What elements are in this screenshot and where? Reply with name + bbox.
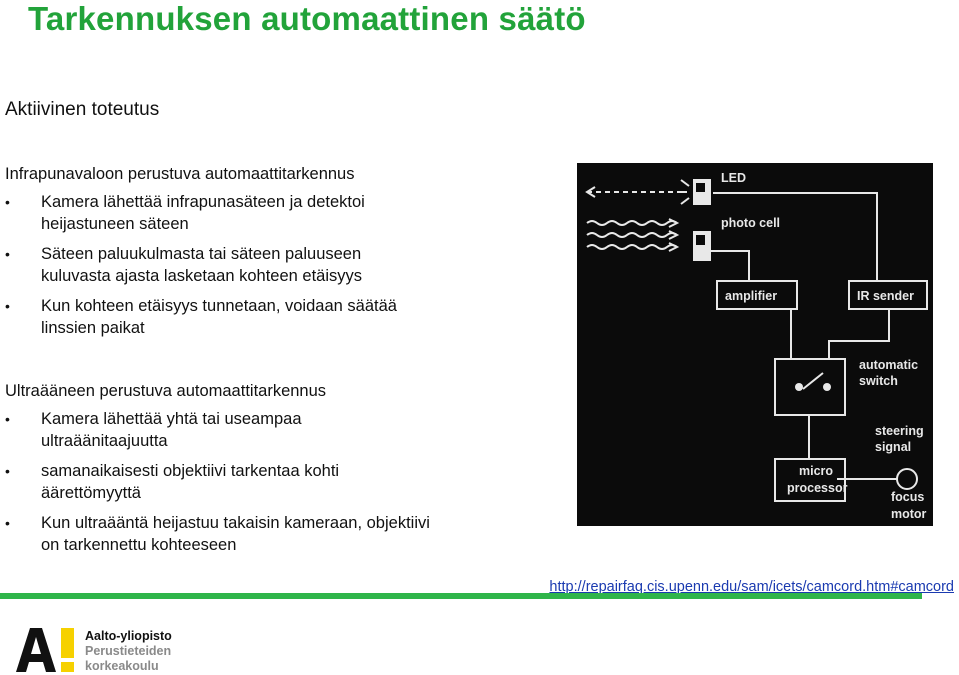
bullet-item: Kamera lähettää infrapunasäteen ja detek…: [5, 192, 545, 235]
aalto-logo-icon: [16, 628, 74, 672]
bullet-text-line: Kamera lähettää infrapunasäteen ja detek…: [41, 193, 365, 211]
reflected-beam: [586, 220, 678, 226]
label-micro: micro: [799, 464, 833, 478]
focus-motor-icon: [896, 468, 918, 490]
label-processor: processor: [787, 481, 848, 495]
bullet-list: Kamera lähettää yhtä tai useampaa ultraä…: [5, 409, 545, 556]
bullet-text-line: ultraäänitaajuutta: [41, 431, 168, 450]
label-ir-sender: IR sender: [857, 289, 914, 303]
source-link[interactable]: http://repairfaq.cis.upenn.edu/sam/icets…: [549, 579, 954, 595]
bullet-item: Kun kohteen etäisyys tunnetaan, voidaan …: [5, 296, 545, 339]
bullet-text-line: äärettömyyttä: [41, 483, 141, 502]
bullet-item: Kun ultraääntä heijastuu takaisin kamera…: [5, 513, 545, 556]
logo-line: korkeakoulu: [85, 659, 159, 673]
wire: [697, 250, 750, 281]
section-infrared: Infrapunavaloon perustuva automaattitark…: [5, 163, 545, 348]
label-photo-cell: photo cell: [721, 216, 780, 230]
label-steering: steering: [875, 424, 924, 438]
wire: [828, 309, 890, 359]
footer-divider: [0, 593, 922, 599]
label-led: LED: [721, 171, 746, 185]
reflected-beam: [586, 232, 678, 238]
bullet-text-line: kuluvasta ajasta lasketaan kohteen etäis…: [41, 266, 363, 285]
ir-sender-box: [848, 280, 928, 310]
bullet-text-line: Kun ultraääntä heijastuu takaisin kamera…: [41, 514, 430, 532]
bullet-text-line: Kun kohteen etäisyys tunnetaan, voidaan …: [41, 297, 397, 315]
bullet-text-line: on tarkennettu kohteeseen: [41, 535, 237, 554]
section-ultrasound: Ultraääneen perustuva automaattitarkennu…: [5, 380, 545, 565]
bullet-item: samanaikaisesti objektiivi tarkentaa koh…: [5, 461, 545, 504]
bullet-text-line: Säteen paluukulmasta tai säteen paluusee…: [41, 245, 362, 263]
label-switch: switch: [859, 374, 898, 388]
switch-box: [774, 358, 846, 416]
logo-line: Perustieteiden: [85, 644, 172, 658]
bullet-list: Kamera lähettää infrapunasäteen ja detek…: [5, 192, 545, 339]
arrowhead-icon: [585, 186, 596, 198]
label-signal: signal: [875, 440, 911, 454]
led-ray: [680, 197, 690, 205]
section-heading: Infrapunavaloon perustuva automaattitark…: [5, 165, 355, 183]
page-title: Tarkennuksen automaattinen säätö: [28, 0, 586, 37]
bullet-text-line: heijastuneen säteen: [41, 214, 189, 233]
section-heading: Ultraääneen perustuva automaattitarkennu…: [5, 382, 327, 400]
label-focus: focus: [891, 490, 924, 504]
bullet-text-line: linssien paikat: [41, 318, 145, 337]
autofocus-diagram: LED photo cell amplifier IR sender autom…: [577, 163, 933, 526]
label-amplifier: amplifier: [725, 289, 777, 303]
reflected-beam: [586, 244, 678, 250]
bullet-item: Kamera lähettää yhtä tai useampaa ultraä…: [5, 409, 545, 452]
bullet-text-line: Kamera lähettää yhtä tai useampaa: [41, 410, 302, 428]
logo-line: Aalto-yliopisto: [85, 629, 172, 643]
label-automatic: automatic: [859, 358, 918, 372]
logo-wordmark: Aalto-yliopisto Perustieteiden korkeakou…: [85, 629, 172, 674]
amplifier-box: [716, 280, 798, 310]
bullet-text-line: samanaikaisesti objektiivi tarkentaa koh…: [41, 462, 340, 480]
label-motor: motor: [891, 507, 927, 521]
led-ray: [680, 179, 690, 187]
micro-processor-box: [774, 458, 846, 502]
bullet-item: Säteen paluukulmasta tai säteen paluusee…: [5, 244, 545, 287]
wire: [713, 192, 878, 281]
page-subtitle: Aktiivinen toteutus: [5, 99, 160, 120]
